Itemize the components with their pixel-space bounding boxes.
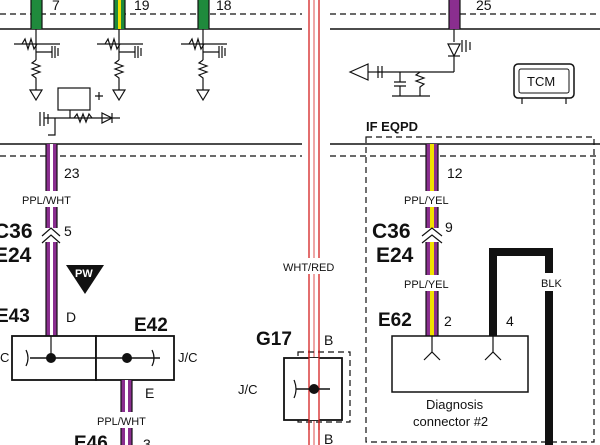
right-c36-break-mark (421, 227, 443, 244)
wire-label-wht-red: WHT/RED (283, 262, 334, 274)
right-wire-label-bg-2 (402, 275, 464, 291)
pin-18-label: 18 (216, 0, 232, 13)
wire-blk (489, 248, 553, 445)
connector-e24-right: E24 (376, 244, 414, 267)
wire-label-ppl-wht: PPL/WHT (22, 195, 71, 207)
jc-right-label: J/C (178, 350, 198, 365)
wire-pin-7 (30, 0, 43, 29)
pin-5-label: 5 (64, 223, 72, 239)
wire-pin-18 (197, 0, 210, 29)
tcm-internal-circuit (348, 29, 471, 97)
pin-9-label: 9 (445, 219, 453, 235)
jc-middle-label: J/C (238, 382, 258, 397)
pin-d-label: D (66, 309, 76, 325)
internal-circuit-1 (14, 29, 60, 102)
wire-pin-25 (448, 0, 461, 29)
g17-dashed-outline (297, 351, 351, 423)
left-lower-label-bg (94, 412, 158, 428)
internal-circuit-2 (97, 29, 143, 102)
wire-label-blk: BLK (541, 278, 562, 290)
pin-b-bottom-label: B (324, 431, 333, 445)
connector-c36-right: C36 (372, 220, 411, 243)
connector-e62: E62 (378, 310, 412, 331)
pin-19-label: 19 (134, 0, 150, 13)
pin-7-label: 7 (52, 0, 60, 13)
wire-ppl-wht-upper (45, 144, 58, 352)
blk-label-bg (536, 273, 572, 291)
connector-e42: E42 (134, 315, 168, 336)
left-c36-break-mark (41, 227, 61, 244)
connector-e24-left: E24 (0, 244, 32, 267)
pin-25-label: 25 (476, 0, 492, 13)
pin-2-label: 2 (444, 313, 452, 329)
wire-pin-19 (113, 0, 126, 29)
tcm-label: TCM (527, 74, 555, 89)
pin-b-top-label: B (324, 332, 333, 348)
pw-badge-icon (66, 265, 104, 294)
input-circuit-23 (39, 87, 120, 136)
pin-e-label: E (145, 385, 154, 401)
wht-red-label-bg (280, 258, 348, 274)
diagnosis-label-line1: Diagnosis (426, 397, 484, 412)
connector-c36-left: C36 (0, 220, 33, 243)
right-wire-label-bg (402, 191, 464, 207)
junction-connector-e43-e42 (11, 335, 175, 381)
diagnosis-connector-2 (391, 335, 529, 393)
junction-connector-g17 (283, 350, 343, 430)
wire-label-ppl-yel: PPL/YEL (404, 195, 449, 207)
left-c36-break-bg (40, 228, 64, 242)
left-wire-label-bg (20, 191, 84, 207)
pin-bottom-label: 3 (143, 436, 151, 445)
wire-label-ppl-wht-2: PPL/WHT (97, 416, 146, 428)
connector-g17: G17 (256, 329, 292, 350)
connector-e46: E46 (74, 433, 108, 445)
connector-e43: E43 (0, 306, 30, 327)
tcm-icon (513, 63, 575, 104)
pin-12-label: 12 (447, 165, 463, 181)
jc-left-label: C (0, 350, 9, 365)
internal-circuit-3 (181, 29, 227, 102)
section-label-if-eqpd: IF EQPD (366, 119, 418, 134)
diagnosis-label-line2: connector #2 (413, 414, 488, 429)
wire-label-ppl-yel-2: PPL/YEL (404, 279, 449, 291)
pin-4-label: 4 (506, 313, 514, 329)
pin-23-label: 23 (64, 165, 80, 181)
pw-badge-label: PW (75, 268, 93, 280)
eqpd-dashed-box (365, 136, 595, 443)
